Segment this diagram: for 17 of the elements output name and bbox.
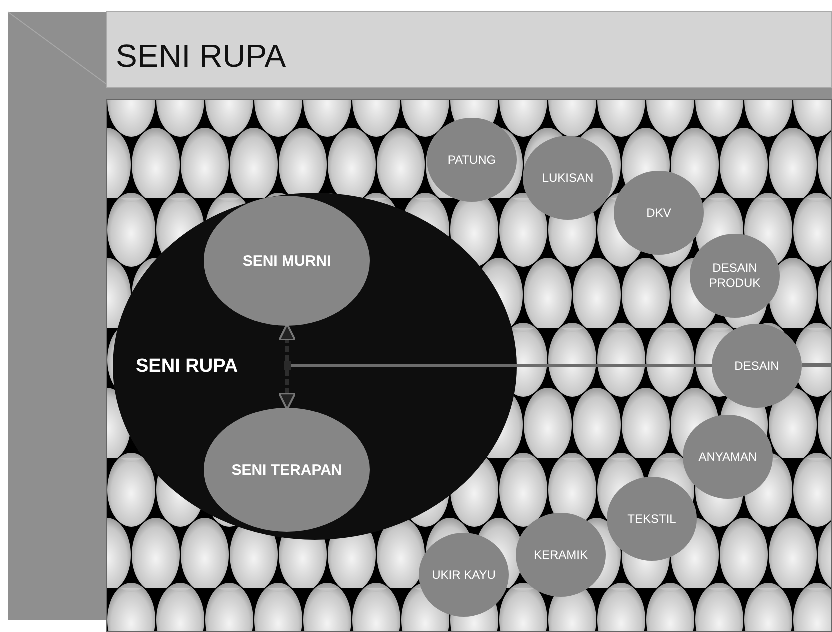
node-label: LUKISAN — [541, 170, 595, 186]
slide-title: SENI RUPA — [116, 38, 286, 75]
node-label: UKIR KAYU — [431, 568, 497, 582]
node-label: SENI RUPA — [135, 356, 238, 378]
node-label: SENI MURNI — [242, 252, 332, 270]
node-label: ANYAMAN — [698, 450, 758, 464]
node-label: DESAIN PRODUK — [708, 261, 762, 291]
node-label: KERAMIK — [532, 548, 589, 562]
node-label: TEKSTIL — [626, 512, 678, 526]
node-label: DKV — [646, 206, 672, 220]
arrow — [278, 370, 296, 411]
junction-mark — [284, 361, 291, 370]
node-label: DESAIN — [734, 358, 780, 374]
arrow — [278, 323, 296, 362]
connector-line — [291, 364, 712, 368]
node-label: SENI TERAPAN — [230, 462, 344, 478]
node-label: PATUNG — [446, 152, 498, 168]
